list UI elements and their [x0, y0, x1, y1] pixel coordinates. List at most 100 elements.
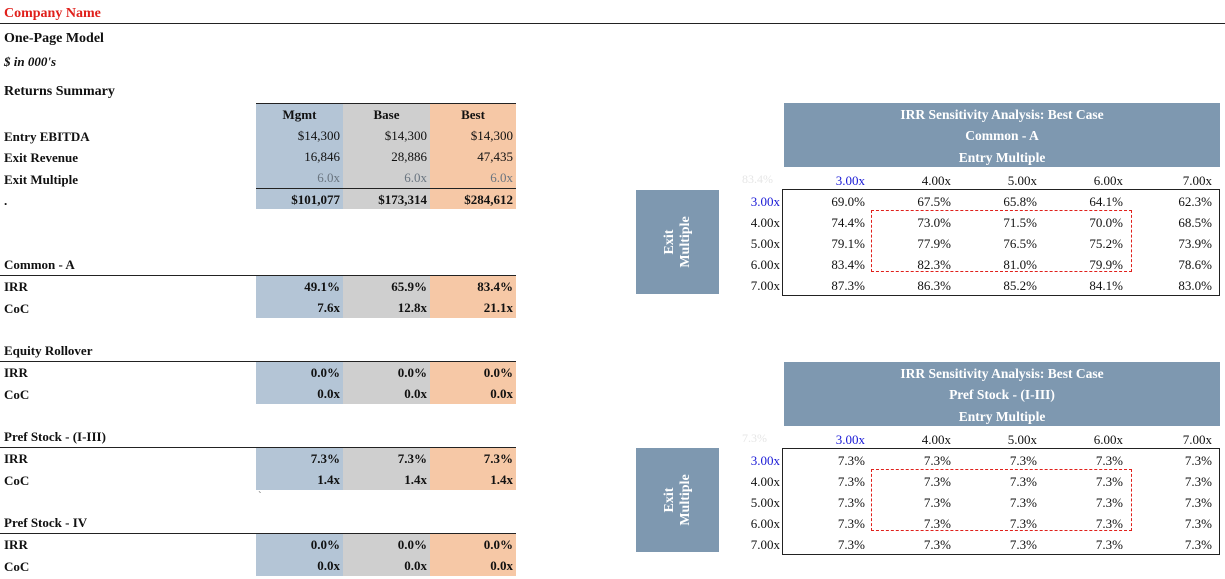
cell-pref4-irr-base[interactable]: 0.0%: [343, 534, 430, 555]
cell-exit-multiple-mgmt[interactable]: 6.0x: [256, 167, 343, 188]
sensitivity-1-cell[interactable]: 73.9%: [1178, 236, 1212, 251]
sensitivity-2-cell[interactable]: 7.3%: [837, 495, 865, 510]
cell-pref13-coc-mgmt[interactable]: 1.4x: [256, 469, 343, 490]
sensitivity-2-cell[interactable]: 7.3%: [923, 537, 951, 552]
cell-pref4-coc-mgmt[interactable]: 0.0x: [256, 555, 343, 576]
sensitivity-2-cell[interactable]: 7.3%: [1184, 453, 1212, 468]
sensitivity-1-row-header: 7.00x: [750, 278, 780, 293]
sensitivity-2-cell[interactable]: 7.3%: [923, 453, 951, 468]
sensitivity-1-cell[interactable]: 68.5%: [1178, 215, 1212, 230]
cell-common-a-irr-best[interactable]: 83.4%: [430, 276, 516, 297]
cell-pref13-coc-best[interactable]: 1.4x: [430, 469, 516, 490]
sensitivity-2-cell[interactable]: 7.3%: [837, 453, 865, 468]
cell-common-a-coc-mgmt[interactable]: 7.6x: [256, 297, 343, 318]
sensitivity-1-cell[interactable]: 78.6%: [1178, 257, 1212, 272]
sensitivity-1-cell[interactable]: 71.5%: [1003, 215, 1037, 230]
cell-common-a-irr-base[interactable]: 65.9%: [343, 276, 430, 297]
sensitivity-2-cell[interactable]: 7.3%: [1009, 474, 1037, 489]
sensitivity-1-cell[interactable]: 62.3%: [1178, 194, 1212, 209]
sensitivity-1-cell[interactable]: 86.3%: [917, 278, 951, 293]
sensitivity-2-cell[interactable]: 7.3%: [1009, 453, 1037, 468]
sensitivity-1-row-header: 3.00x: [750, 194, 780, 209]
sensitivity-2-cell[interactable]: 7.3%: [1095, 495, 1123, 510]
sensitivity-1-cell[interactable]: 87.3%: [831, 278, 865, 293]
sensitivity-2-cell[interactable]: 7.3%: [1009, 537, 1037, 552]
cell-total-best[interactable]: $284,612: [430, 188, 516, 209]
cell-equity-coc-mgmt[interactable]: 0.0x: [256, 383, 343, 404]
cell-entry-ebitda-best[interactable]: $14,300: [430, 125, 516, 146]
summary-header-line: [256, 103, 516, 104]
sensitivity-2-cell[interactable]: 7.3%: [1095, 474, 1123, 489]
sensitivity-2-cell[interactable]: 7.3%: [1095, 516, 1123, 531]
sensitivity-1-cell[interactable]: 83.0%: [1178, 278, 1212, 293]
sensitivity-1-cell[interactable]: 79.9%: [1089, 257, 1123, 272]
sensitivity-1-cell[interactable]: 75.2%: [1089, 236, 1123, 251]
cell-entry-ebitda-mgmt[interactable]: $14,300: [256, 125, 343, 146]
cell-common-a-coc-base[interactable]: 12.8x: [343, 297, 430, 318]
cell-exit-revenue-mgmt[interactable]: 16,846: [256, 146, 343, 167]
sensitivity-2-cell[interactable]: 7.3%: [923, 474, 951, 489]
cell-exit-revenue-best[interactable]: 47,435: [430, 146, 516, 167]
row-label-irr: IRR: [4, 537, 28, 552]
sensitivity-2-cell[interactable]: 7.3%: [1009, 516, 1037, 531]
sensitivity-1-cell[interactable]: 74.4%: [831, 215, 865, 230]
sensitivity-1-cell[interactable]: 77.9%: [917, 236, 951, 251]
cell-equity-irr-base[interactable]: 0.0%: [343, 362, 430, 383]
cell-pref13-irr-base[interactable]: 7.3%: [343, 448, 430, 469]
sensitivity-1-cell[interactable]: 70.0%: [1089, 215, 1123, 230]
sensitivity-2-cell[interactable]: 7.3%: [1009, 495, 1037, 510]
col-header-mgmt: Mgmt: [256, 104, 343, 125]
sensitivity-1-title: IRR Sensitivity Analysis: Best Case: [900, 107, 1104, 122]
cell-common-a-coc-best[interactable]: 21.1x: [430, 297, 516, 318]
cell-entry-ebitda-base[interactable]: $14,300: [343, 125, 430, 146]
sensitivity-1-cell[interactable]: 65.8%: [1003, 194, 1037, 209]
sensitivity-1-row-header: 6.00x: [750, 257, 780, 272]
sensitivity-2-cell[interactable]: 7.3%: [837, 474, 865, 489]
cell-exit-revenue-base[interactable]: 28,886: [343, 146, 430, 167]
sensitivity-1-cell[interactable]: 67.5%: [917, 194, 951, 209]
cell-equity-coc-best[interactable]: 0.0x: [430, 383, 516, 404]
cell-equity-irr-best[interactable]: 0.0%: [430, 362, 516, 383]
cell-pref4-coc-best[interactable]: 0.0x: [430, 555, 516, 576]
sensitivity-1-cell[interactable]: 84.1%: [1089, 278, 1123, 293]
cell-pref13-coc-base[interactable]: 1.4x: [343, 469, 430, 490]
sensitivity-2-cell[interactable]: 7.3%: [923, 516, 951, 531]
cell-pref13-irr-best[interactable]: 7.3%: [430, 448, 516, 469]
cell-total-base[interactable]: $173,314: [343, 188, 430, 209]
row-label-coc: CoC: [4, 301, 30, 316]
cell-pref4-irr-best[interactable]: 0.0%: [430, 534, 516, 555]
sensitivity-2-col-header: 6.00x: [1093, 432, 1123, 447]
row-label-total: .: [4, 193, 8, 208]
sensitivity-1-cell[interactable]: 73.0%: [917, 215, 951, 230]
sensitivity-1-exit-label: Exit Multiple: [661, 216, 693, 268]
row-label-irr: IRR: [4, 279, 28, 294]
sensitivity-2-cell[interactable]: 7.3%: [1184, 474, 1212, 489]
sensitivity-1-axis-bar: Entry Multiple: [784, 148, 1220, 167]
sensitivity-1-cell[interactable]: 83.4%: [831, 257, 865, 272]
sensitivity-2-cell[interactable]: 7.3%: [1184, 516, 1212, 531]
sensitivity-1-cell[interactable]: 76.5%: [1003, 236, 1037, 251]
sensitivity-1-cell[interactable]: 82.3%: [917, 257, 951, 272]
sensitivity-2-cell[interactable]: 7.3%: [1095, 537, 1123, 552]
cell-common-a-irr-mgmt[interactable]: 49.1%: [256, 276, 343, 297]
cell-pref13-irr-mgmt[interactable]: 7.3%: [256, 448, 343, 469]
sensitivity-2-cell[interactable]: 7.3%: [1184, 495, 1212, 510]
cell-pref4-irr-mgmt[interactable]: 0.0%: [256, 534, 343, 555]
sensitivity-1-cell[interactable]: 69.0%: [831, 194, 865, 209]
sensitivity-2-cell[interactable]: 7.3%: [837, 537, 865, 552]
cell-exit-multiple-best[interactable]: 6.0x: [430, 167, 516, 188]
sensitivity-1-cell[interactable]: 79.1%: [831, 236, 865, 251]
cell-equity-irr-mgmt[interactable]: 0.0%: [256, 362, 343, 383]
sensitivity-1-cell[interactable]: 85.2%: [1003, 278, 1037, 293]
cell-exit-multiple-base[interactable]: 6.0x: [343, 167, 430, 188]
sensitivity-2-cell[interactable]: 7.3%: [923, 495, 951, 510]
sensitivity-1-cell[interactable]: 81.0%: [1003, 257, 1037, 272]
sensitivity-1-cell[interactable]: 64.1%: [1089, 194, 1123, 209]
cell-pref4-coc-base[interactable]: 0.0x: [343, 555, 430, 576]
cell-equity-coc-base[interactable]: 0.0x: [343, 383, 430, 404]
sensitivity-2-cell[interactable]: 7.3%: [1095, 453, 1123, 468]
sensitivity-2-cell[interactable]: 7.3%: [837, 516, 865, 531]
block-line-pref-i-iii: [0, 447, 516, 448]
cell-total-mgmt[interactable]: $101,077: [256, 188, 343, 209]
sensitivity-2-cell[interactable]: 7.3%: [1184, 537, 1212, 552]
